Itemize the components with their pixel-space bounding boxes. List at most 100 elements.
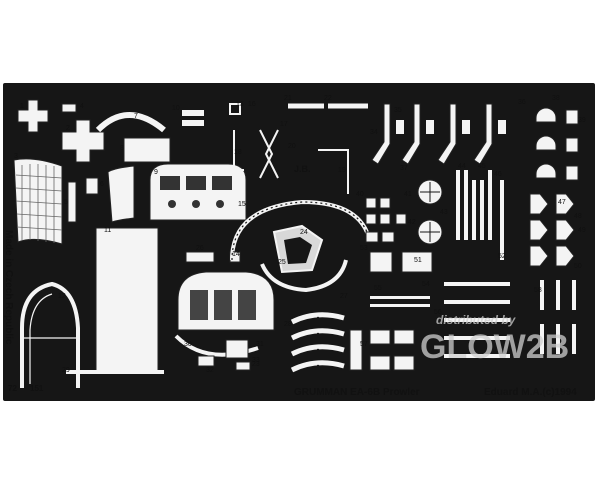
part-number-51: 51	[414, 257, 422, 264]
part-number-35: 35	[394, 107, 402, 114]
part-number-39: 39	[578, 117, 586, 124]
part-7-arc	[95, 112, 166, 133]
part-number-25: 25	[278, 259, 286, 266]
part-9-instrument-panel	[149, 163, 247, 221]
part-number-53: 53	[360, 245, 368, 252]
part-32-small-panel	[197, 355, 215, 367]
part-number-48: 48	[574, 213, 582, 220]
part-number-3: 3	[14, 153, 18, 160]
part-28-strap-holes	[316, 316, 320, 368]
part-number-22: 22	[324, 95, 332, 102]
part-number-43: 43	[440, 209, 448, 216]
part-number-20: 20	[288, 143, 296, 150]
part-number-9: 9	[154, 169, 158, 176]
part-number-33: 33	[252, 357, 260, 364]
part-12-canopy-frame	[20, 281, 80, 388]
part-9-curved-panel	[107, 165, 135, 223]
watermark-logo: GLOW2B	[420, 328, 569, 366]
scale-text: 72	[8, 384, 17, 393]
part-6-small-block	[85, 177, 99, 195]
part-11-large-plate	[95, 227, 159, 373]
part-13-window	[229, 103, 241, 115]
code-text: 151	[30, 384, 44, 393]
part-number-6: 6	[100, 181, 104, 188]
part-27-tabs	[349, 329, 363, 371]
part-number-17: 17	[280, 121, 288, 128]
part-number-36: 36	[518, 99, 526, 106]
part-number-41: 41	[404, 191, 412, 198]
part-31-gauge-block	[225, 339, 249, 359]
part-10-bar-b	[182, 120, 204, 126]
part-3-grid-panel	[13, 158, 63, 245]
part-number-40: 40	[356, 191, 364, 198]
part-number-15: 15	[238, 201, 246, 208]
part-number-49: 49	[578, 227, 586, 234]
part-44-strips	[456, 170, 504, 260]
part-number-47: 47	[558, 199, 566, 206]
part-12-canopy-inner	[22, 293, 78, 384]
part-58-pins	[540, 280, 576, 354]
part-number-8: 8	[120, 145, 124, 152]
part-47-clips	[529, 193, 575, 267]
part-2-cross-plate	[61, 119, 105, 163]
part-number-52: 52	[498, 253, 506, 260]
part-number-32: 32	[206, 367, 214, 374]
part-number-54: 54	[422, 281, 430, 288]
part-number-29: 29	[62, 367, 70, 374]
part-56-strips	[370, 282, 510, 358]
part-18-hook	[233, 130, 244, 171]
part-number-42: 42	[408, 219, 416, 226]
part-number-7: 7	[134, 113, 138, 120]
part-14-block	[229, 251, 241, 263]
part-number-16: 16	[248, 101, 256, 108]
part-number-38: 38	[552, 95, 560, 102]
part-number-44: 44	[458, 163, 466, 170]
part-36-buckles	[396, 120, 506, 134]
part-number-24: 24	[300, 229, 308, 236]
part-number-50: 50	[574, 263, 582, 270]
part-15-curved-rail-dashes	[231, 201, 371, 261]
part-number-27: 27	[340, 293, 348, 300]
part-1-cross-plate	[17, 99, 49, 133]
part-number-23: 23	[252, 361, 260, 368]
part-number-13: 13	[236, 101, 244, 108]
part-number-46: 46	[494, 171, 502, 178]
part-35-harness-set	[371, 103, 493, 165]
part-25-curved-rail	[260, 259, 348, 293]
part-number-56: 56	[434, 309, 442, 316]
part-number-37: 37	[400, 165, 408, 172]
part-19-rail	[318, 149, 349, 194]
part-number-26: 26	[196, 245, 204, 252]
part-40-42-boxes	[365, 197, 407, 243]
part-26-panel	[185, 251, 215, 263]
part-53-blocks	[369, 251, 433, 273]
part-number-11: 11	[104, 227, 111, 234]
part-30-main-dashboard	[174, 271, 275, 357]
maker-credit: Eduard M.A.(c)1994	[484, 387, 577, 398]
part-number-28: 28	[284, 321, 292, 328]
part-number-18: 18	[234, 149, 242, 156]
part-number-1: 1	[20, 103, 24, 110]
part-43-gauge-spokes	[420, 182, 440, 242]
part-number-4: 4	[80, 103, 84, 110]
part-17-bracket	[259, 129, 279, 179]
part-number-31: 31	[256, 341, 264, 348]
part-33-small-panel	[235, 361, 251, 371]
part-number-58: 58	[534, 287, 542, 294]
initials-text: J.B.	[294, 164, 311, 174]
part-number-19: 19	[338, 167, 346, 174]
part-24-window-frame	[272, 224, 324, 274]
part-number-57: 57	[360, 341, 368, 348]
part-number-30: 30	[184, 341, 192, 348]
part-number-14: 14	[232, 251, 240, 258]
part-38-domes	[535, 107, 579, 181]
part-number-12: 12	[58, 293, 66, 300]
part-number-2: 2	[66, 125, 70, 132]
sheet-title: GRUMMAN EA-6B Prowler	[294, 387, 420, 398]
part-number-34: 34	[370, 129, 378, 136]
part-29-strip	[66, 370, 164, 374]
watermark-line1: distributed by	[436, 313, 517, 327]
part-4-small-plate	[61, 103, 77, 113]
